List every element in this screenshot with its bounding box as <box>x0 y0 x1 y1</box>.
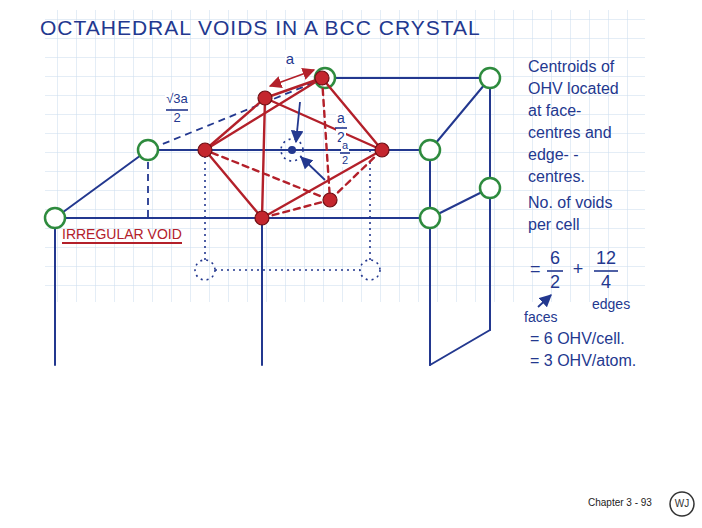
dimension-label: a <box>341 139 349 152</box>
fraction-bar <box>547 270 563 272</box>
equation-sign: = <box>530 259 541 280</box>
projection-line <box>204 150 206 260</box>
dimension-label: a <box>285 50 295 67</box>
void-centroid <box>288 146 296 154</box>
void-label: IRREGULAR VOID <box>62 226 182 244</box>
result-text: = 3 OHV/atom. <box>530 352 636 370</box>
dimension-arrow <box>296 102 300 142</box>
cube-edges <box>55 78 490 365</box>
corner-atom <box>480 178 500 198</box>
cube-edge <box>55 217 430 219</box>
pointer-arrow <box>301 157 325 180</box>
dimension-label: 2 <box>172 111 181 126</box>
vertex-atom <box>198 143 212 157</box>
cube-edge <box>489 78 491 188</box>
fraction-numerator: 6 <box>550 248 560 269</box>
equation-sign: + <box>573 259 584 280</box>
projection-lines <box>195 139 382 280</box>
projection-line <box>369 150 371 260</box>
dimension-label: a <box>336 110 346 126</box>
corner-atom <box>420 208 440 228</box>
dimension-label: 2 <box>341 154 349 167</box>
octahedron-hidden <box>205 78 382 218</box>
dimension-arrows <box>270 70 551 307</box>
corner-atoms <box>45 68 500 228</box>
logo-ring <box>670 492 694 516</box>
octahedron-edge <box>205 150 330 200</box>
cube-edge <box>489 188 491 330</box>
cube-edge <box>429 218 431 365</box>
octahedron-edge <box>322 78 330 200</box>
result-text: = 6 OHV/cell. <box>530 330 625 348</box>
note-text: Centroids of OHV located at face-centres… <box>528 56 628 188</box>
graph-paper <box>45 10 645 302</box>
logo-text: WJ <box>675 498 689 510</box>
void-centroid-ring <box>281 139 303 161</box>
fraction-denominator: 2 <box>550 272 560 293</box>
fraction-numerator: 12 <box>596 248 616 269</box>
vertex-atom <box>315 71 329 85</box>
cube-edge <box>55 150 148 218</box>
cube-edge <box>430 330 490 365</box>
octahedron <box>205 78 382 218</box>
cube-edge <box>430 78 490 150</box>
octahedron-edge <box>262 98 265 218</box>
pointer-arrow <box>538 295 551 307</box>
vertex-atom <box>323 193 337 207</box>
vertex-atom <box>255 211 269 225</box>
octahedron-edge <box>330 150 382 200</box>
fraction-bar <box>594 270 618 272</box>
note-text: No. of voids per cell <box>528 192 632 236</box>
corner-atom <box>420 140 440 160</box>
octahedron-atoms <box>198 71 389 225</box>
cube-edge <box>54 218 56 365</box>
corner-atom <box>138 140 158 160</box>
cube-edge <box>261 218 263 365</box>
slide-title: OCTAHEDRAL VOIDS IN A BCC CRYSTAL <box>40 16 481 40</box>
dimension-arrow <box>270 70 314 86</box>
octahedron-edge <box>262 150 382 218</box>
dimension-label: √3a <box>165 92 189 107</box>
vertex-atom <box>258 91 272 105</box>
hidden-edge <box>148 78 325 150</box>
hidden-atom <box>360 260 380 280</box>
fraction-denominator: 4 <box>601 272 611 293</box>
corner-atom <box>315 68 335 88</box>
vertex-atom <box>375 143 389 157</box>
projection-line <box>215 269 360 271</box>
page-footer: Chapter 3 - 93 <box>588 497 652 509</box>
corner-atom <box>45 208 65 228</box>
hidden-atom <box>195 260 215 280</box>
cube-edge <box>325 77 490 79</box>
annotation: edges <box>592 296 630 312</box>
annotation: faces <box>524 309 557 325</box>
corner-atom <box>480 68 500 88</box>
octahedron-edge <box>322 78 382 150</box>
octahedron-edge <box>262 200 330 218</box>
octahedron-edge <box>205 98 265 150</box>
